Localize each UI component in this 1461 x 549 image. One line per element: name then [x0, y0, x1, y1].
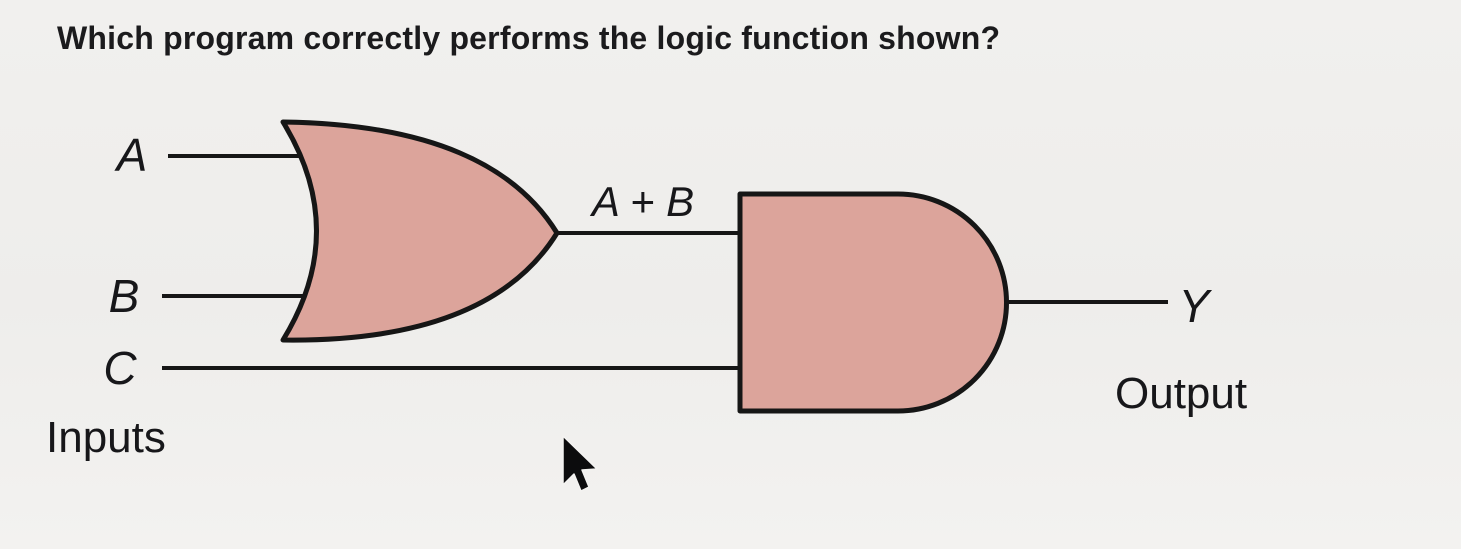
- and-gate-shape: [737, 191, 1009, 414]
- inputs-caption: Inputs: [46, 413, 166, 462]
- mouse-cursor-icon: [562, 435, 598, 492]
- question-title: Which program correctly performs the log…: [57, 20, 1001, 56]
- output-caption: Output: [1115, 369, 1247, 418]
- input-a-label: A: [114, 129, 148, 181]
- input-b-label: B: [109, 270, 140, 322]
- input-c-label: C: [103, 342, 137, 394]
- output-y-label: Y: [1179, 280, 1213, 332]
- or-gate-shape: [280, 119, 560, 343]
- or-output-wire-label: A + B: [589, 178, 694, 225]
